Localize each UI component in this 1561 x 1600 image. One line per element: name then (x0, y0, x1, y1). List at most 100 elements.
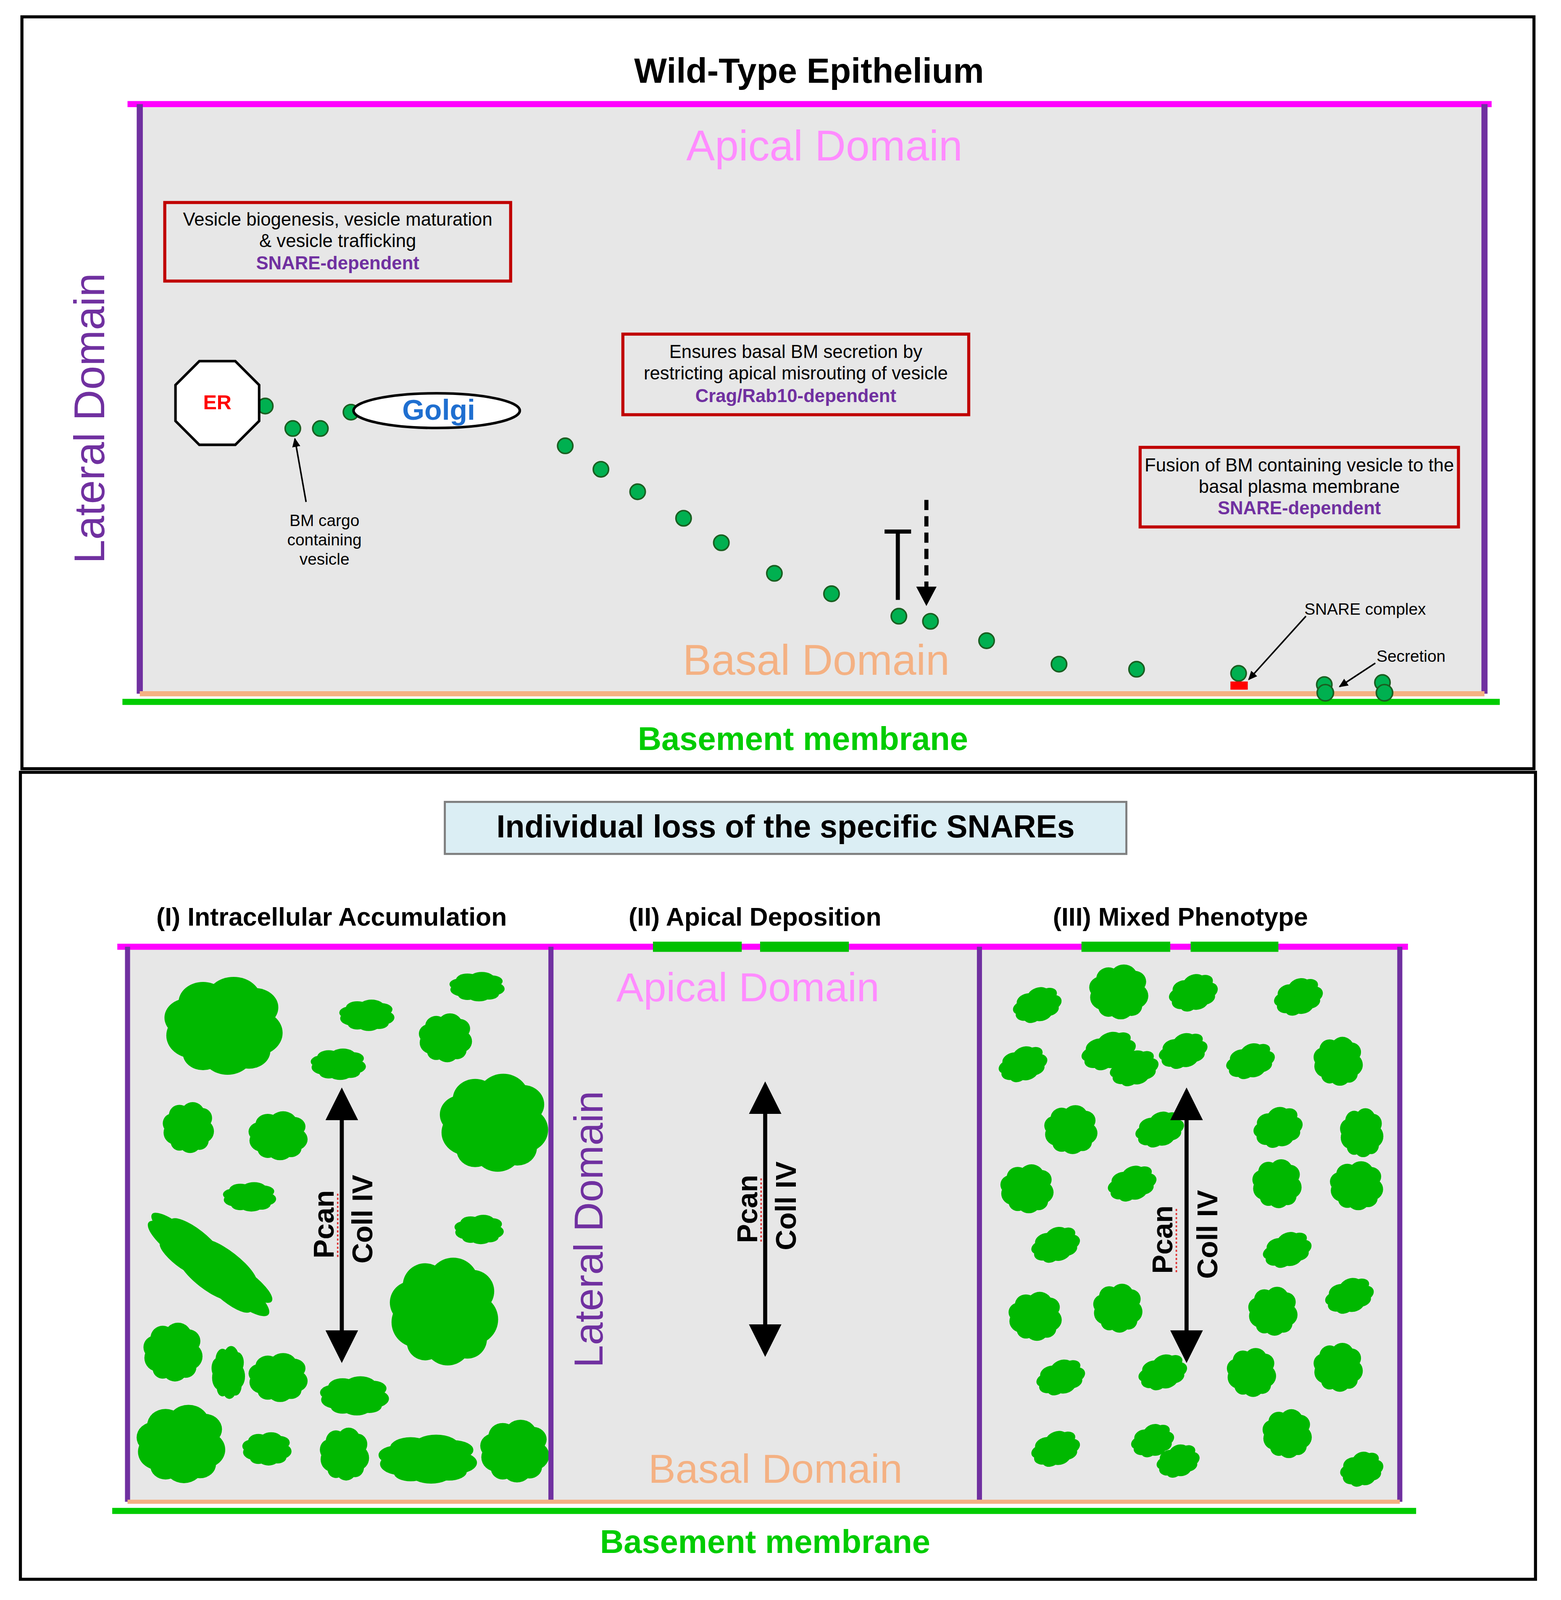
lateral-membrane (1397, 946, 1403, 1502)
cargo-blob (248, 1353, 308, 1403)
double-arrow (763, 1089, 768, 1349)
double-arrow (1184, 1095, 1189, 1356)
cargo-blob (310, 1048, 366, 1081)
structure-label: Basement membrane (637, 720, 969, 760)
domain-label: Lateral Domain (564, 1091, 614, 1369)
lateral-membrane (1481, 104, 1488, 694)
cargo-blob (1152, 1439, 1204, 1484)
cargo-blob (136, 1404, 226, 1483)
vesicle (1051, 656, 1067, 672)
cargo-blob (135, 1198, 286, 1331)
lateral-membrane (548, 946, 554, 1502)
protein-label: Pcan (1148, 1205, 1178, 1275)
cargo-blob (1335, 1446, 1388, 1493)
panel-title: Individual loss of the specific SNAREs (496, 808, 1075, 847)
double-arrow (339, 1095, 345, 1356)
vesicle (676, 510, 692, 526)
secreted-cargo (1317, 684, 1334, 701)
vesicle (312, 421, 328, 437)
basement-membrane-line (122, 698, 1500, 706)
basal-membrane (139, 691, 1485, 697)
cargo-blob (480, 1419, 550, 1483)
cell-cytoplasm (127, 946, 1401, 1502)
cargo-blob (454, 1214, 504, 1245)
cargo-blob (248, 1111, 308, 1161)
cargo-blob (1026, 1424, 1085, 1474)
cargo-blob (1000, 1164, 1054, 1214)
vesicle (922, 613, 938, 630)
vesicle (1231, 665, 1247, 681)
leader-line (1248, 616, 1306, 680)
cargo-blob (439, 1074, 549, 1172)
domain-label: Lateral Domain (64, 273, 116, 564)
leader-line (1339, 663, 1376, 687)
vesicle (593, 461, 609, 477)
arrow-head (916, 586, 937, 606)
lateral-membrane (124, 946, 130, 1502)
cargo-blob (1221, 1037, 1280, 1086)
dependency-label: SNARE-dependent (1217, 497, 1382, 520)
apical-membrane (127, 100, 1492, 108)
callout-label: SNARE complex (1304, 600, 1426, 620)
cargo-blob (164, 976, 283, 1075)
organelle-label: ER (202, 390, 232, 415)
cargo-blob (1008, 981, 1067, 1030)
cargo-blob (1093, 1283, 1143, 1333)
leader-line (294, 438, 307, 503)
cargo-blob (418, 1013, 473, 1063)
vesicle (979, 633, 995, 649)
cargo-blob (1248, 1100, 1309, 1155)
annotation-text: Vesicle biogenesis, vesicle maturation &… (178, 209, 498, 253)
vesicle-trail (257, 398, 1393, 701)
vesicle (891, 608, 907, 624)
callout-label: Secretion (1376, 647, 1446, 667)
vesicle (557, 438, 573, 454)
vesicle (1129, 661, 1145, 677)
annotation-box: Fusion of BM containing vesicle to the b… (1138, 445, 1461, 529)
cargo-blob (1269, 972, 1328, 1023)
cargo-blob (449, 971, 505, 1002)
vesicle (766, 565, 782, 581)
apical-deposit (652, 941, 742, 952)
er-octagon (175, 361, 260, 445)
cargo-blob (1089, 964, 1149, 1020)
cargo-blob (1248, 1286, 1298, 1336)
mutant-cell: (I) Intracellular AccumulationPcanColl I… (127, 946, 552, 1502)
vesicle (823, 586, 840, 602)
basal-membrane (127, 1499, 1401, 1504)
annotation-text: Ensures basal BM secretion by restrictin… (635, 342, 956, 386)
domain-label: Apical Domain (686, 120, 963, 172)
cargo-blob (1105, 1044, 1164, 1093)
cargo-blob (994, 1040, 1052, 1089)
panel-frame (20, 772, 1536, 1580)
panel-frame: Wild-Type EpitheliumApical DomainLateral… (20, 15, 1536, 771)
phenotype-heading: (I) Intracellular Accumulation (156, 902, 507, 933)
phenotype-heading: (III) Mixed Phenotype (1052, 902, 1309, 933)
organelle-label: Golgi (402, 393, 476, 427)
cargo-blob (1320, 1271, 1379, 1321)
cargo-blob (223, 1182, 277, 1212)
cargo-blob (1252, 1159, 1302, 1209)
cargo-blob (1031, 1353, 1090, 1402)
protein-label: Coll IV (772, 1161, 801, 1251)
epithelial-cell: Apical DomainLateral DomainBasal DomainE… (139, 104, 1485, 694)
lateral-membrane (976, 946, 982, 1502)
annotation-text: Fusion of BM containing vesicle to the b… (1141, 454, 1457, 498)
protein-label: Coll IV (1193, 1189, 1223, 1280)
basement-membrane-line (112, 1508, 1417, 1515)
phenotype-heading: (II) Apical Deposition (628, 902, 882, 933)
cargo-blob (1339, 1108, 1384, 1158)
cargo-blob (1008, 1292, 1062, 1342)
cell-cytoplasm (139, 104, 1485, 694)
panel-title-box: Individual loss of the specific SNAREs (443, 800, 1128, 856)
vesicle (285, 421, 301, 437)
domain-label: Basal Domain (682, 634, 950, 686)
golgi-organelle: Golgi (352, 391, 522, 430)
cargo-blob (1313, 1342, 1363, 1393)
cargo-blob (1154, 1026, 1212, 1076)
cargo-blob (1258, 1226, 1317, 1275)
cargo-blob (378, 1434, 477, 1485)
cargo-blob (1262, 1409, 1312, 1459)
cargo-blob (162, 1102, 214, 1153)
